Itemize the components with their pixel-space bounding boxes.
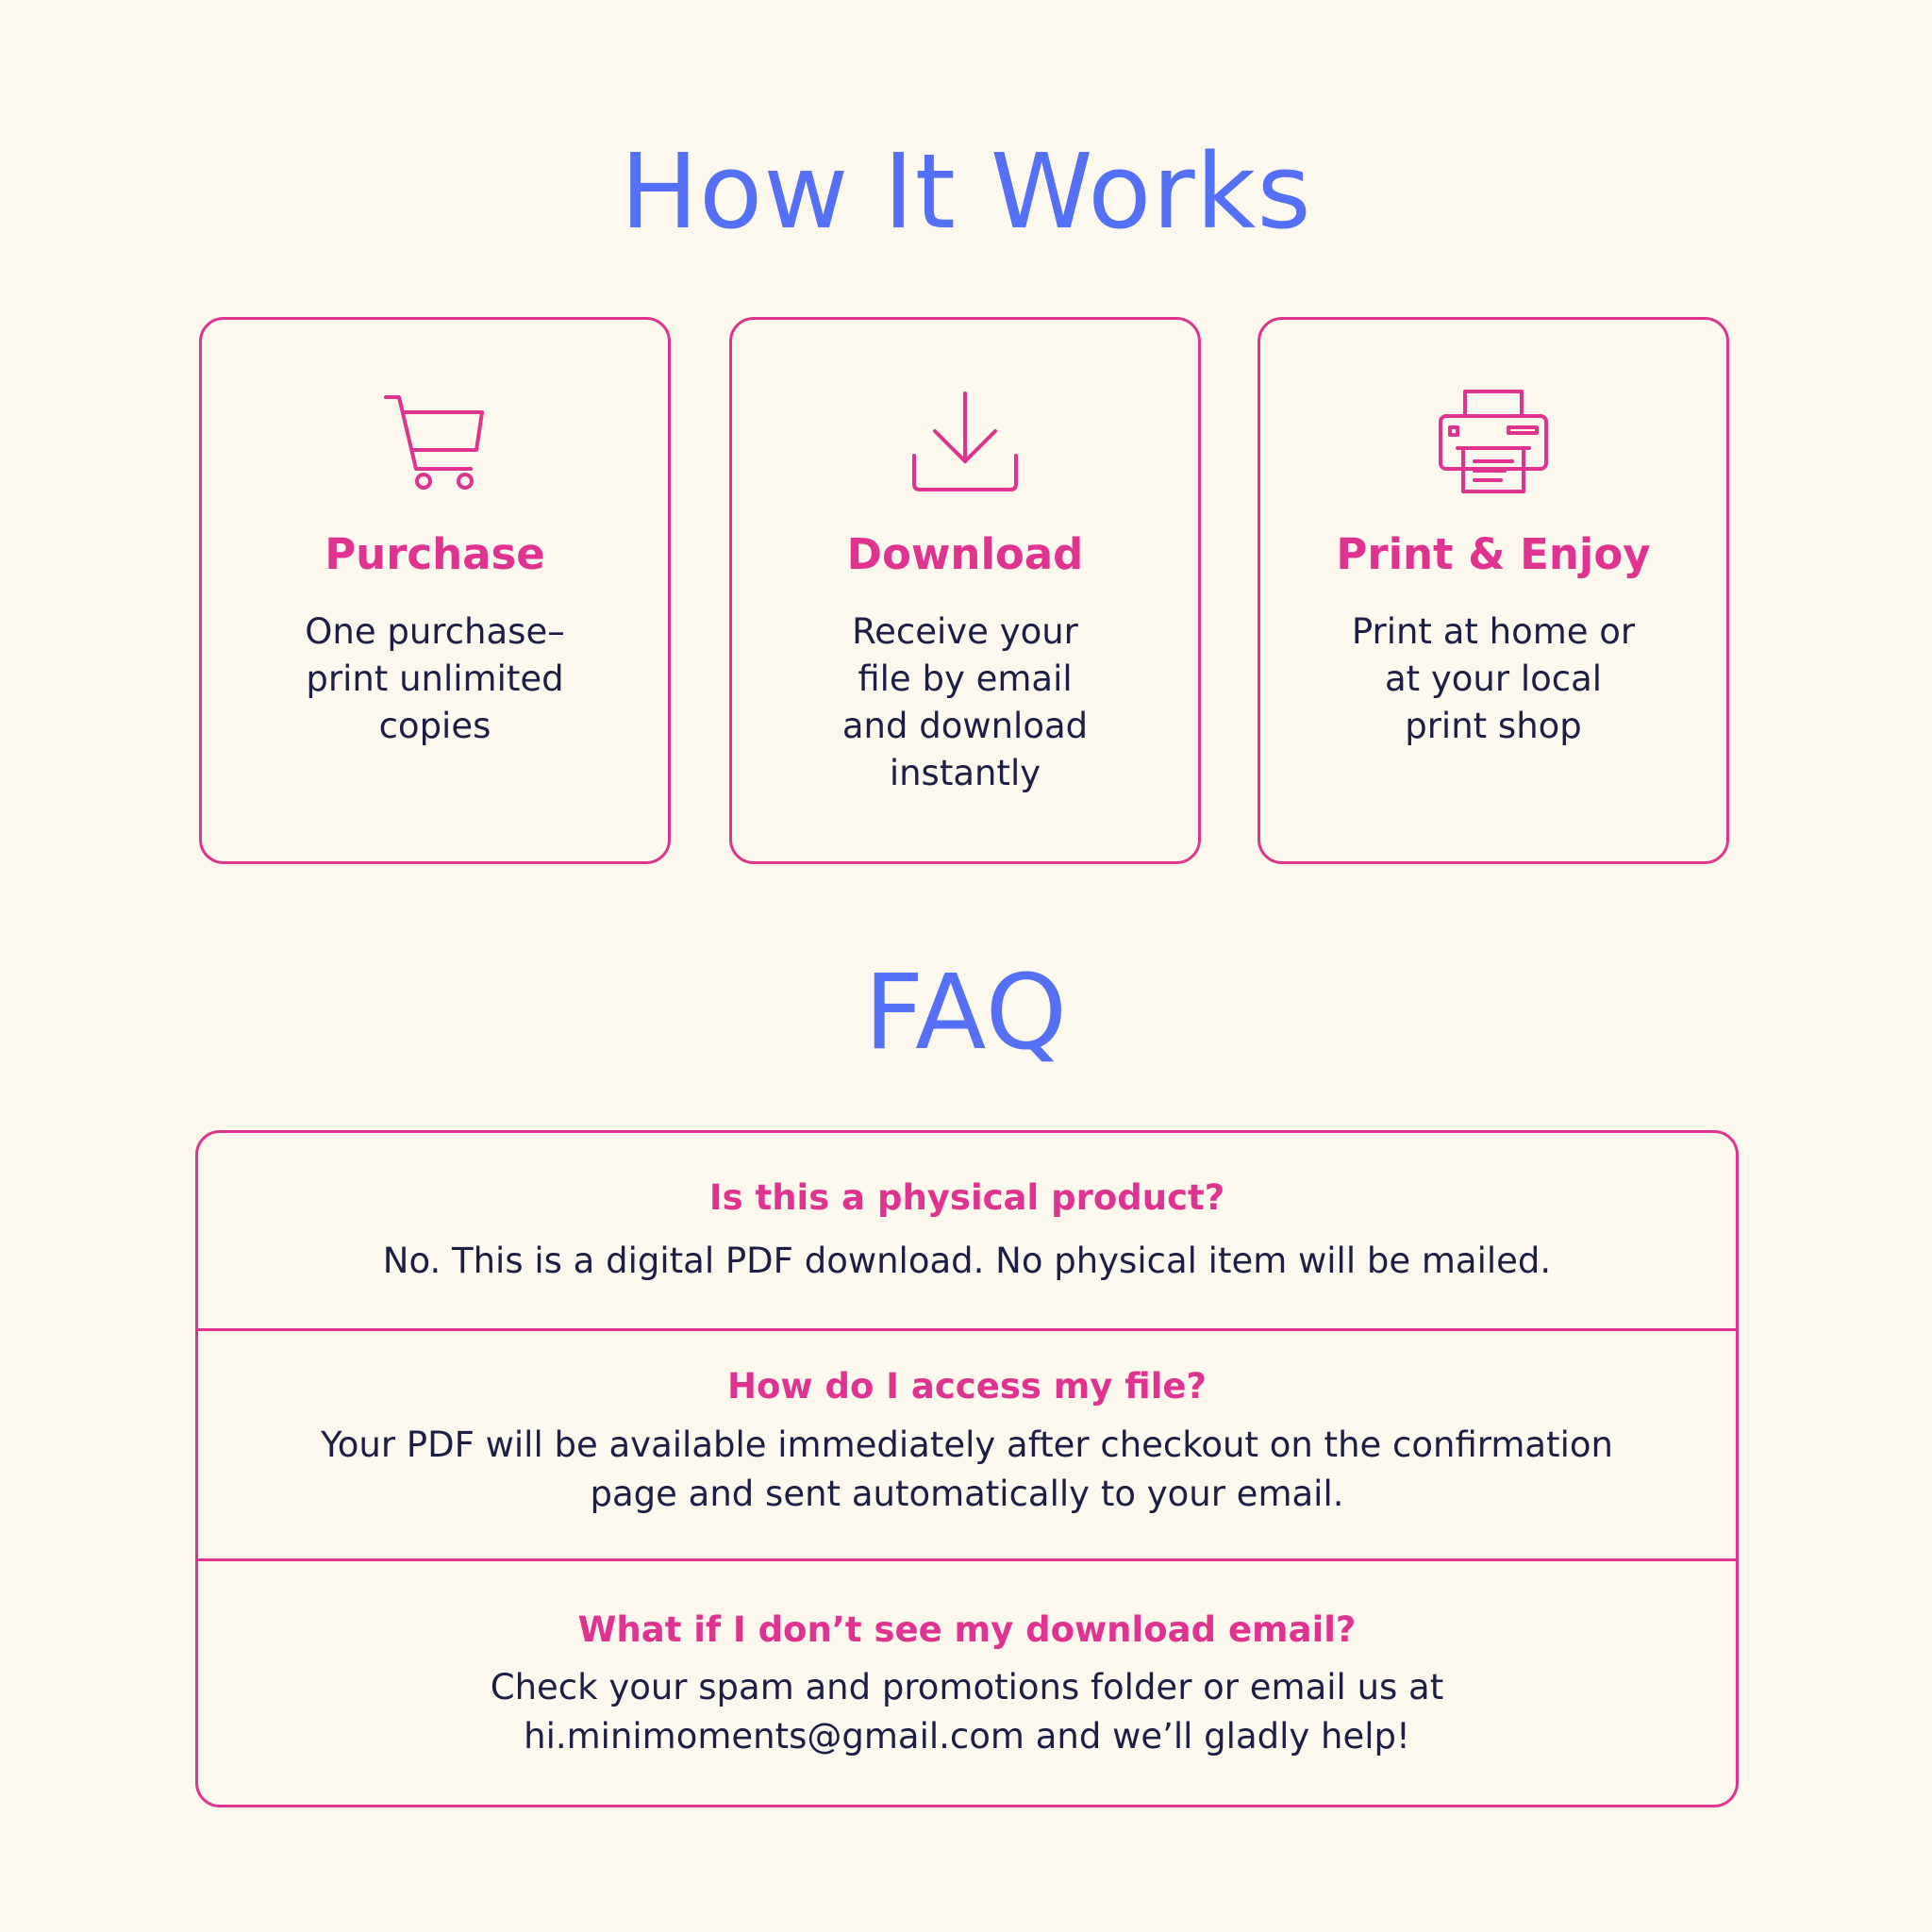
step-card-purchase: Purchase One purchase– print unlimited c… (199, 317, 671, 864)
faq-answer: Check your spam and promotions folder or… (490, 1667, 1444, 1757)
step-description: One purchase– print unlimited copies (305, 611, 565, 746)
step-title: Purchase (325, 529, 545, 579)
shopping-cart-icon (378, 386, 491, 499)
faq-divider (198, 1558, 1736, 1561)
faq-question: What if I don’t see my download email? (577, 1609, 1357, 1650)
faq-question: Is this a physical product? (708, 1177, 1225, 1218)
step-title: Download (846, 529, 1084, 579)
step-card-download: Download Receive your file by email and … (729, 317, 1201, 864)
step-card-print: Print & Enjoy Print at home or at your l… (1257, 317, 1729, 864)
how-it-works-title: How It Works (620, 131, 1312, 252)
faq-question: How do I access my file? (727, 1366, 1207, 1407)
faq-title: FAQ (863, 952, 1069, 1073)
step-title: Print & Enjoy (1336, 529, 1651, 579)
faq-list: Is this a physical product? No. This is … (195, 1130, 1739, 1807)
step-description: Receive your file by email and download … (841, 611, 1089, 793)
faq-answer: No. This is a digital PDF download. No p… (382, 1241, 1552, 1281)
download-icon (908, 386, 1022, 499)
printer-icon (1437, 386, 1550, 499)
faq-answer: Your PDF will be available immediately a… (321, 1424, 1613, 1514)
step-description: Print at home or at your local print sho… (1351, 611, 1636, 746)
faq-divider (198, 1328, 1736, 1331)
